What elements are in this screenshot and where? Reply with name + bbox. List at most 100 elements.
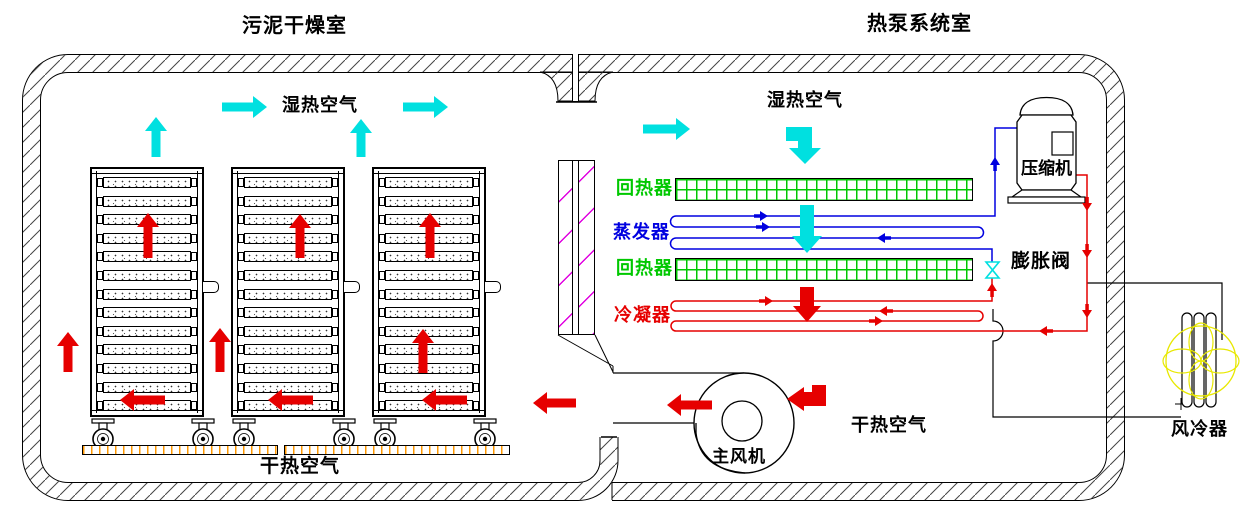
expansion-valve-label: 膨胀阀 bbox=[1011, 250, 1072, 272]
air-cooler-label: 风冷器 bbox=[1171, 419, 1228, 440]
rack-frame-line bbox=[378, 171, 379, 413]
air-cooler-fan-blade bbox=[1200, 348, 1240, 374]
humid-air-label-right: 湿热空气 bbox=[767, 90, 843, 111]
sludge-tray bbox=[379, 381, 479, 393]
regenerator-bottom-label: 回热器 bbox=[616, 258, 673, 279]
rack-frame-line bbox=[92, 173, 202, 174]
drying-rack bbox=[231, 167, 360, 417]
caster-wheel-hub bbox=[241, 436, 247, 442]
rack-frame-line bbox=[233, 173, 343, 174]
sludge-tray bbox=[97, 288, 197, 300]
caster-wheel-hub bbox=[100, 436, 106, 442]
caster-wheel-hub bbox=[200, 436, 206, 442]
sludge-tray bbox=[97, 363, 197, 374]
main-fan-label: 主风机 bbox=[712, 447, 766, 467]
dry-air-label-left: 干热空气 bbox=[260, 455, 341, 477]
regenerator-top-label: 回热器 bbox=[616, 178, 673, 199]
compressor-label: 压缩机 bbox=[1021, 159, 1072, 179]
sludge-tray bbox=[238, 270, 338, 281]
air-cooler-fan-circle bbox=[1165, 325, 1237, 397]
dry-air-label-right: 干热空气 bbox=[851, 415, 927, 436]
sludge-tray bbox=[238, 251, 338, 263]
sludge-tray bbox=[238, 195, 338, 207]
right-room-wall-hatch bbox=[579, 55, 1124, 500]
sludge-tray bbox=[379, 251, 479, 263]
sludge-tray bbox=[379, 214, 479, 226]
rack-frame-line bbox=[237, 171, 238, 413]
floor-rail-segment bbox=[82, 445, 278, 455]
filter-funnel-lines bbox=[557, 334, 614, 373]
rack-handle bbox=[202, 281, 219, 293]
sludge-tray bbox=[238, 288, 338, 300]
sludge-tray bbox=[97, 270, 197, 281]
floor-rail-segment bbox=[284, 445, 510, 455]
rack-handle bbox=[484, 281, 501, 293]
caster-wheel-rim bbox=[197, 433, 209, 445]
rack-frame-line bbox=[338, 171, 339, 413]
sludge-tray bbox=[238, 363, 338, 374]
evaporator-label: 蒸发器 bbox=[613, 222, 670, 243]
fan-enclosure-line bbox=[992, 309, 1181, 418]
static-linework bbox=[91, 96, 1240, 474]
expansion-valve-symbol bbox=[984, 261, 1001, 279]
regenerator-top-coil bbox=[675, 178, 973, 201]
filter-center-channel bbox=[572, 161, 579, 334]
drying-rack bbox=[90, 167, 219, 417]
sludge-tray bbox=[97, 232, 197, 244]
compressor-terminal-box bbox=[1051, 131, 1074, 156]
humid-air-label-left: 湿热空气 bbox=[282, 95, 358, 116]
sludge-tray bbox=[97, 177, 197, 188]
caster-wheel-rim bbox=[97, 433, 109, 445]
partition-joint-gap bbox=[572, 54, 579, 101]
sludge-tray bbox=[238, 344, 338, 356]
sludge-tray bbox=[97, 251, 197, 263]
condenser-label: 冷凝器 bbox=[614, 305, 671, 326]
sludge-tray bbox=[238, 400, 338, 412]
caster-wheel-hub bbox=[482, 436, 488, 442]
right-room-title: 热泵系统室 bbox=[867, 11, 972, 35]
caster-wheel-rim bbox=[479, 433, 491, 445]
sludge-tray bbox=[238, 232, 338, 244]
sludge-tray bbox=[379, 177, 479, 188]
partition-filter-panel bbox=[558, 160, 595, 335]
caster-wheel-rim bbox=[238, 433, 250, 445]
sludge-tray bbox=[97, 381, 197, 393]
evaporator-coil-pipe bbox=[669, 127, 1017, 262]
drying-rack bbox=[372, 167, 501, 417]
sludge-tray bbox=[379, 363, 479, 374]
main-fan-inlet bbox=[721, 400, 763, 442]
sludge-tray bbox=[97, 344, 197, 356]
main-fan-scroll bbox=[695, 423, 746, 474]
air-cooler-duct-line bbox=[1087, 282, 1223, 340]
sludge-tray bbox=[97, 325, 197, 337]
sludge-tray bbox=[97, 307, 197, 319]
rack-frame-line bbox=[374, 173, 484, 174]
sludge-tray bbox=[238, 325, 338, 337]
caster-wheel-hub bbox=[382, 436, 388, 442]
sludge-tray bbox=[379, 344, 479, 356]
rack-handle bbox=[343, 281, 360, 293]
sludge-tray bbox=[379, 195, 479, 207]
caster-wheel-rim bbox=[379, 433, 391, 445]
caster-wheel-hub bbox=[341, 436, 347, 442]
condenser-coil-pipe bbox=[670, 174, 1088, 332]
sludge-tray bbox=[379, 232, 479, 244]
regenerator-bottom-coil bbox=[675, 258, 973, 281]
sludge-tray bbox=[379, 270, 479, 281]
rack-frame-line bbox=[96, 171, 97, 413]
sludge-tray bbox=[238, 214, 338, 226]
sludge-tray bbox=[379, 288, 479, 300]
sludge-tray bbox=[97, 195, 197, 207]
sludge-tray bbox=[97, 214, 197, 226]
sludge-tray bbox=[97, 400, 197, 412]
compressor-dome bbox=[1019, 96, 1074, 116]
sludge-tray bbox=[238, 381, 338, 393]
sludge-tray bbox=[238, 177, 338, 188]
sludge-tray bbox=[379, 400, 479, 412]
sludge-tray bbox=[379, 307, 479, 319]
room-walls bbox=[22, 54, 1125, 501]
left-room-title: 污泥干燥室 bbox=[242, 13, 347, 37]
